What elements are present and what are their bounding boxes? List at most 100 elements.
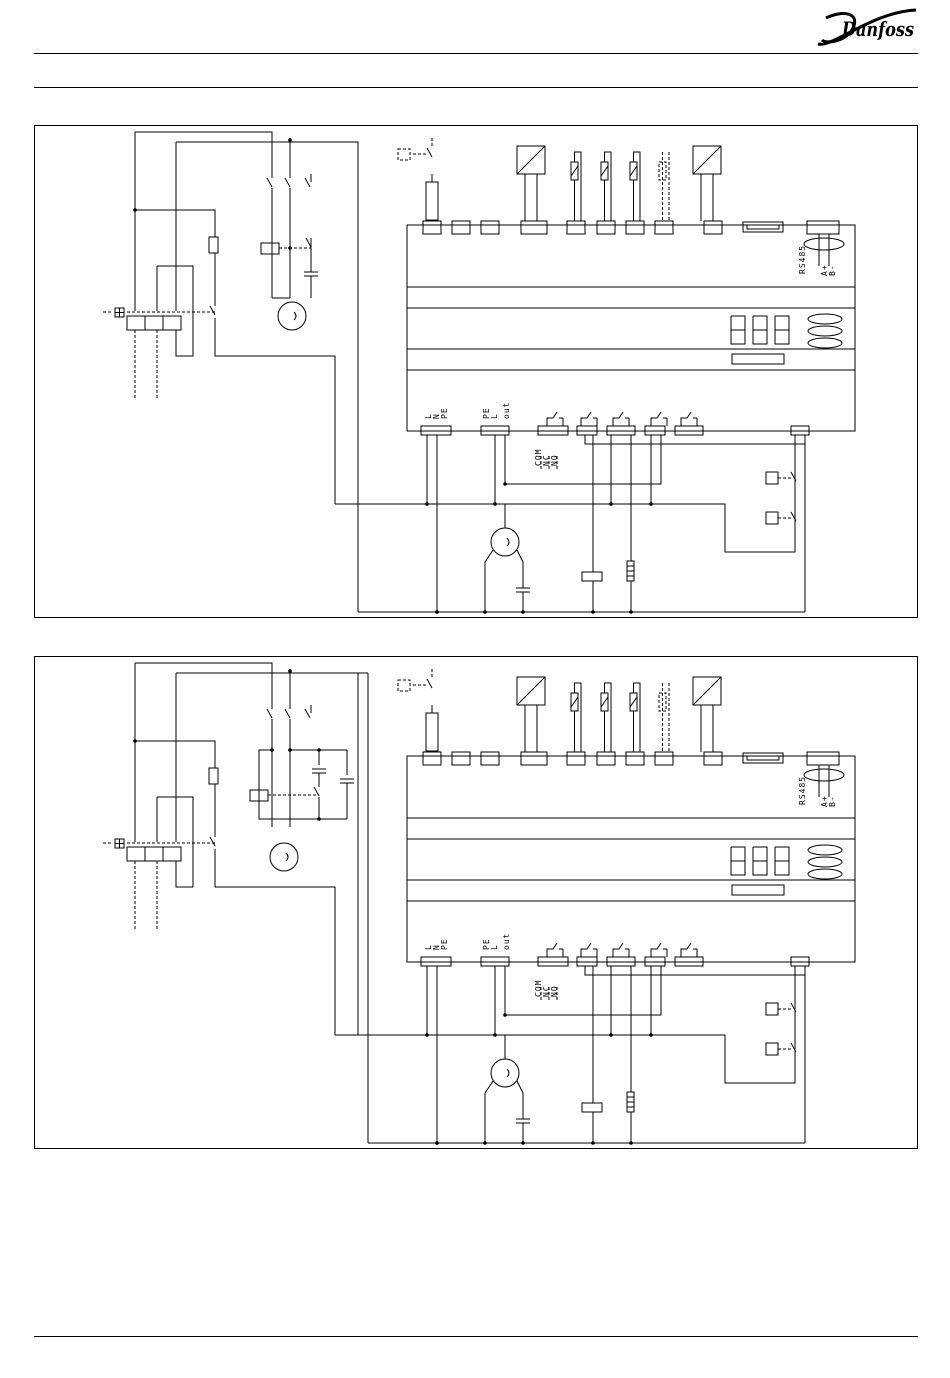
junction-dot xyxy=(493,502,497,506)
output-relay-2 xyxy=(581,412,591,426)
top-terminal-4 xyxy=(521,221,547,234)
terminal-label-l2: L xyxy=(490,413,499,419)
supply-wire-feed xyxy=(176,142,427,504)
top-terminal-6 xyxy=(597,221,615,234)
top-terminal-2 xyxy=(452,752,470,765)
wire xyxy=(505,435,661,484)
relay-coil xyxy=(261,243,279,254)
output-relay-5 xyxy=(681,943,691,957)
output-coil xyxy=(582,1103,602,1112)
temp-sensor-2 xyxy=(601,166,608,176)
top-terminal-9 xyxy=(704,752,722,765)
digital-input-2 xyxy=(766,512,778,524)
output-relay-3 xyxy=(613,412,623,426)
footer-rule xyxy=(34,1336,918,1337)
contactor-contact-2 xyxy=(285,178,290,187)
output-relay-4 xyxy=(651,412,661,426)
door-switch-box xyxy=(398,680,410,691)
top-terminal-9 xyxy=(704,221,722,234)
control-button-1 xyxy=(808,845,842,855)
junction-dot xyxy=(629,1141,633,1145)
junction-dot xyxy=(483,1141,487,1145)
rs485-label: RS485 xyxy=(798,776,807,805)
supply-wire-l1-top xyxy=(135,132,272,178)
output-relay-2 xyxy=(581,943,591,957)
controller-body xyxy=(407,225,855,431)
junction-dot xyxy=(425,502,429,506)
junction-dot xyxy=(649,1033,653,1037)
fan-motor xyxy=(491,1059,519,1087)
neutral-bus xyxy=(335,966,795,1083)
relay-contact xyxy=(306,238,311,247)
junction-dot xyxy=(521,1141,525,1145)
terminal-label-no: NO xyxy=(550,985,559,997)
junction-dot xyxy=(629,610,633,614)
output-relay-4 xyxy=(651,943,661,957)
rs485-cable xyxy=(804,769,844,781)
wiring-diagram-2-svg: RS485A+B-LNPEPELoutCOMNCNO xyxy=(35,657,919,1150)
display-label-box xyxy=(732,885,784,895)
terminal-label-pe: PE xyxy=(440,407,449,419)
b-minus-label: B- xyxy=(828,264,837,276)
motor-1-symbol xyxy=(294,312,296,320)
motor-1-symbol xyxy=(286,853,288,861)
top-terminal-4 xyxy=(521,752,547,765)
fan-motor-symbol xyxy=(507,1069,509,1077)
fuse-holder xyxy=(743,753,783,763)
temp-sensor-1 xyxy=(571,697,578,707)
fan-wire xyxy=(517,550,523,588)
input-block xyxy=(426,713,438,751)
input-block xyxy=(426,182,438,220)
output-relay-1 xyxy=(547,412,557,426)
junction-dot xyxy=(133,739,137,743)
junction-dot xyxy=(609,1033,613,1037)
breaker-wire xyxy=(157,797,193,887)
b-minus-label: B- xyxy=(828,795,837,807)
top-terminal-8 xyxy=(655,221,673,234)
output-coil xyxy=(582,572,602,581)
control-button-2 xyxy=(808,857,842,867)
digital-input-2 xyxy=(766,1043,778,1055)
neutral-bus xyxy=(335,435,795,552)
breaker-pole-1 xyxy=(127,316,145,330)
pressure-transmitter-1 xyxy=(517,146,545,174)
svg-text:Danfoss: Danfoss xyxy=(841,17,914,41)
control-button-3 xyxy=(808,338,842,348)
pressure-transmitter-2 xyxy=(693,677,721,705)
junction-dot xyxy=(435,1141,439,1145)
controller-body xyxy=(407,756,855,962)
junction-dot xyxy=(591,1141,595,1145)
motor-1 xyxy=(278,302,306,330)
control-wire-return xyxy=(215,318,335,504)
top-terminal-3 xyxy=(481,221,499,234)
door-switch-box xyxy=(398,149,410,160)
junction-dot xyxy=(503,1013,507,1017)
breaker-wire xyxy=(157,266,193,356)
pressure-transmitter-2 xyxy=(693,146,721,174)
terminal-label-no: NO xyxy=(550,454,559,466)
fan-wire xyxy=(485,550,493,612)
rs485-terminal xyxy=(807,221,839,234)
header-rule-top xyxy=(34,53,918,54)
breaker-pole-3 xyxy=(163,847,181,861)
terminal-label-out: out xyxy=(502,933,511,950)
junction-dot xyxy=(493,1033,497,1037)
junction-dot xyxy=(133,208,137,212)
door-switch-contact xyxy=(427,148,432,157)
wire xyxy=(505,966,661,1015)
junction-dot xyxy=(503,482,507,486)
wire xyxy=(585,435,805,444)
top-terminal-7 xyxy=(626,221,644,234)
junction-dot xyxy=(521,610,525,614)
top-terminal-1 xyxy=(423,221,441,234)
control-button-2 xyxy=(808,326,842,336)
supply-wire-l1-top xyxy=(135,663,272,709)
breaker-pole-2 xyxy=(145,316,163,330)
control-switch xyxy=(210,306,215,315)
contactor-contact-2 xyxy=(285,709,290,718)
temp-sensor-2 xyxy=(601,697,608,707)
output-relay-3 xyxy=(613,943,623,957)
